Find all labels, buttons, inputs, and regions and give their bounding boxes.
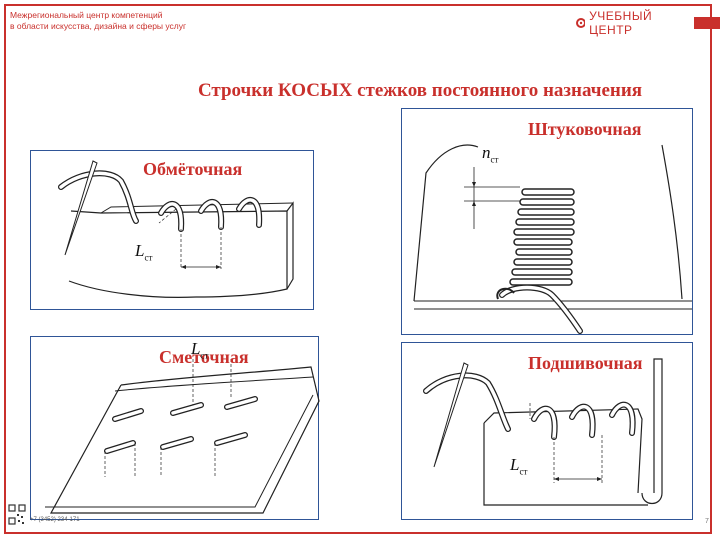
- org-line-1: Межрегиональный центр компетенций: [10, 10, 163, 20]
- org-line-2: в области искусства, дизайна и сферы усл…: [10, 20, 187, 31]
- training-center-logo: УЧЕБНЫЙ ЦЕНТР: [576, 9, 720, 37]
- phone-number: +7 (3452) 234-171: [30, 517, 80, 523]
- label-podshivochnaya: Подшивочная: [528, 353, 643, 373]
- page-number: 7: [705, 518, 709, 525]
- label-smetochnaya: Сметочная: [159, 347, 249, 367]
- panel-shtukovochnaya: Штуковочная nст: [401, 108, 693, 335]
- slide-frame: [4, 4, 712, 534]
- dimension-label-l: Lст: [191, 339, 209, 361]
- organization-header: Межрегиональный центр компетенций в обла…: [10, 10, 186, 31]
- overcast-stitch-illustration: [58, 160, 294, 298]
- panel-obmetochnaya: Обмёточная Lст: [30, 150, 314, 310]
- logo-flower-icon: [576, 18, 586, 28]
- logo-text: УЧЕБНЫЙ ЦЕНТР: [589, 9, 653, 37]
- logo-badge: [694, 17, 720, 29]
- panel-smetochnaya: Сметочная Lст: [30, 336, 320, 520]
- dimension-label-n: nст: [482, 143, 499, 165]
- qr-code-icon: [8, 504, 26, 526]
- slide-title: Строчки КОСЫХ стежков постоянного назнач…: [197, 80, 643, 101]
- dimension-label-l: Lст: [510, 455, 528, 477]
- darning-stitch-illustration: [413, 144, 692, 334]
- label-obmetochnaya: Обмёточная: [143, 159, 243, 179]
- label-shtukovochnaya: Штуковочная: [528, 119, 642, 139]
- panel-podshivochnaya: Подшивочная Lст: [401, 342, 693, 520]
- basting-stitch-illustration: [45, 359, 320, 514]
- dimension-label-l: Lст: [135, 241, 153, 263]
- hemming-stitch-illustration: [423, 358, 663, 506]
